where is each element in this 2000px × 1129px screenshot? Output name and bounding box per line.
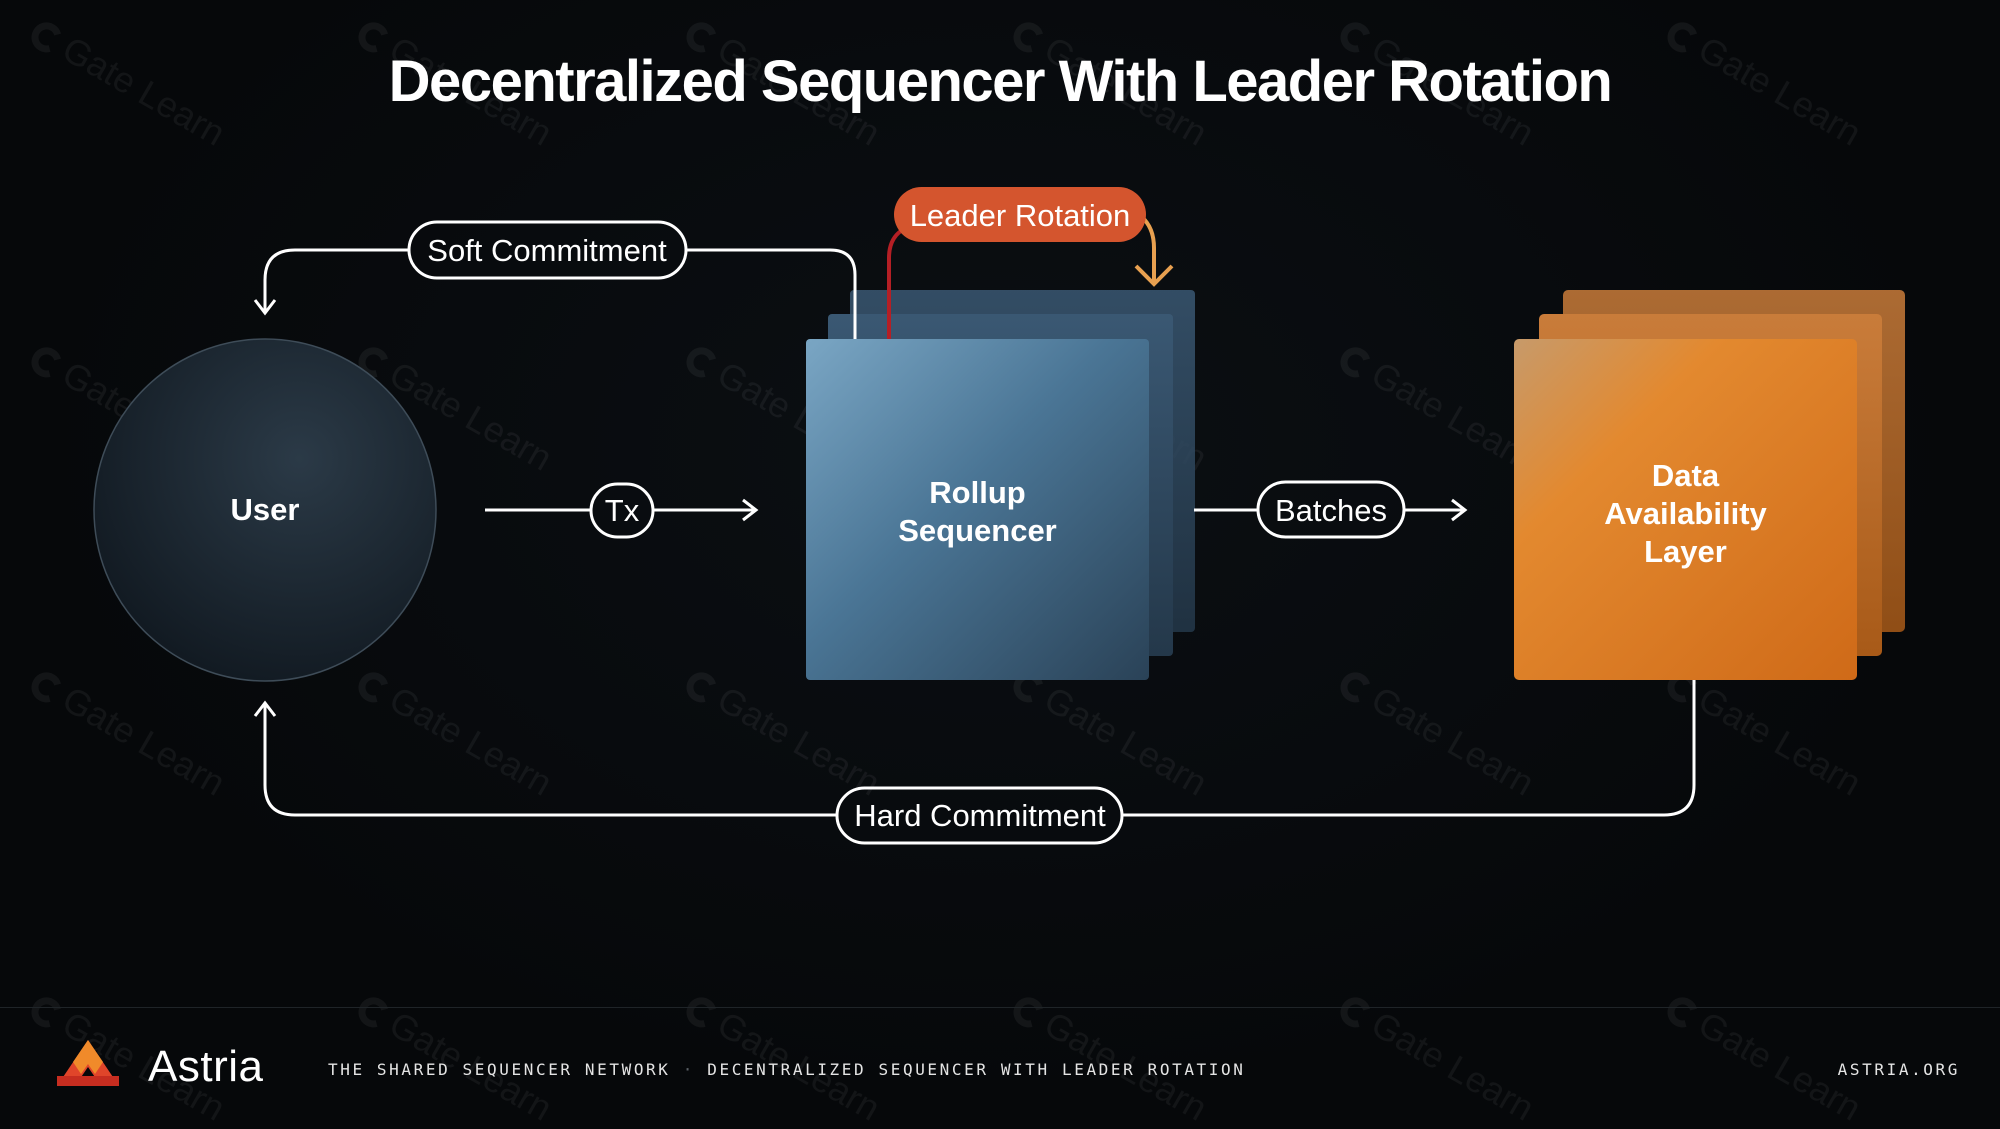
footer-divider [0, 1007, 2000, 1008]
batches-label: Batches [1275, 493, 1387, 528]
sequencer-front-card [806, 339, 1149, 680]
tx-edge [485, 482, 759, 539]
batches-edge [1194, 480, 1468, 539]
leader-rotation-label: Leader Rotation [910, 198, 1131, 233]
user-node-circle [93, 338, 437, 682]
soft-commitment-edge [253, 220, 857, 339]
sequencer-label: Rollup Sequencer [898, 475, 1057, 548]
da-front-card [1514, 339, 1857, 680]
user-label: User [230, 492, 300, 527]
tx-label: Tx [605, 493, 640, 528]
brand-name: Astria [148, 1042, 264, 1091]
hard-commitment-edge [253, 680, 1696, 845]
hard-commitment-label: Hard Commitment [854, 798, 1106, 833]
leader-rotation-edge [887, 187, 1174, 339]
footer-url[interactable]: ASTRIA.ORG [1837, 1060, 1960, 1079]
soft-commitment-label: Soft Commitment [427, 233, 667, 268]
data-availability-label: Data Availability Layer [1604, 458, 1767, 569]
astria-logo-icon [57, 1040, 119, 1086]
page-title: Decentralized Sequencer With Leader Rota… [388, 49, 1613, 114]
footer-tagline: THE SHARED SEQUENCER NETWORK · DECENTRAL… [328, 1060, 1246, 1079]
